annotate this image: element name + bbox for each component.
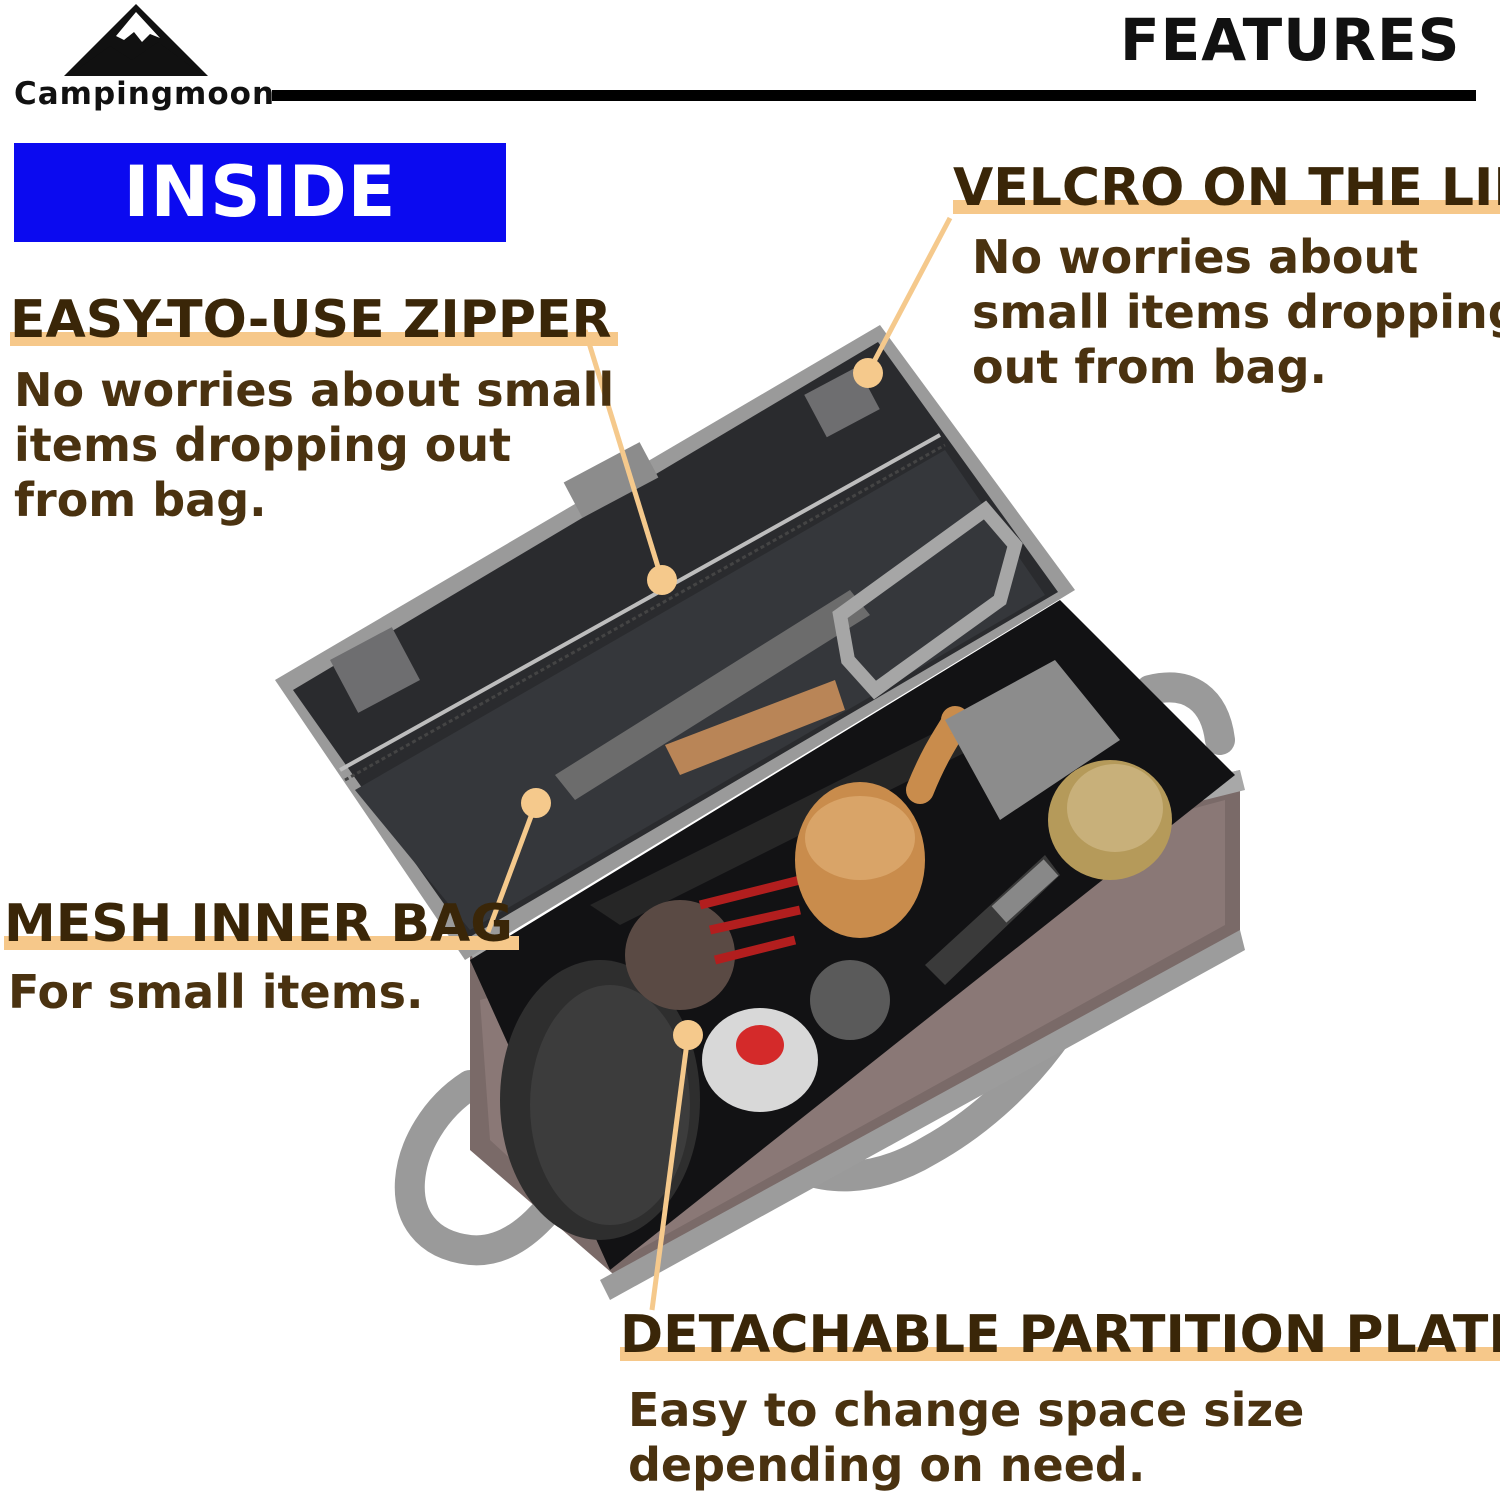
mountain-logo-icon (64, 4, 208, 76)
feature-desc-line: from bag. (14, 473, 267, 527)
callout-dot-velcro (853, 358, 883, 388)
pocket-contents (555, 500, 1023, 800)
feature-title-zipper: EASY-TO-USE ZIPPER (10, 290, 618, 350)
feature-desc-zipper: No worries about small items dropping ou… (14, 363, 614, 528)
bag-interior (470, 600, 1235, 1270)
page-title: FEATURES (1120, 6, 1461, 74)
feature-desc-line: Easy to change space size (628, 1383, 1305, 1437)
callout-line-zipper (582, 329, 665, 581)
brand-logo-text: Campingmoon (14, 76, 276, 112)
feature-desc-line: small items dropping (972, 285, 1500, 339)
feature-desc-line: items dropping out (14, 418, 512, 472)
callout-line-velcro (865, 216, 953, 375)
feature-desc-partition: Easy to change space size depending on n… (628, 1383, 1304, 1493)
callout-dot-plate (673, 1020, 703, 1050)
callout-dots (521, 358, 883, 1050)
feature-title-partition: DETACHABLE PARTITION PLATE (620, 1305, 1500, 1365)
feature-desc-line: For small items. (8, 965, 424, 1019)
feature-desc-line: No worries about (972, 230, 1419, 284)
header-divider (272, 90, 1476, 101)
callout-line-plate (649, 1034, 691, 1311)
feature-desc-line: out from bag. (972, 340, 1327, 394)
feature-desc-mesh: For small items. (8, 965, 424, 1020)
callout-dot-mesh (521, 788, 551, 818)
inside-badge: INSIDE (14, 143, 506, 242)
feature-title-mesh: MESH INNER BAG (4, 894, 519, 954)
feature-desc-velcro: No worries about small items dropping ou… (972, 230, 1500, 395)
feature-desc-line: No worries about small (14, 363, 615, 417)
feature-title-velcro: VELCRO ON THE LID (953, 158, 1500, 218)
feature-desc-line: depending on need. (628, 1438, 1146, 1492)
callout-dot-zipper (647, 565, 677, 595)
